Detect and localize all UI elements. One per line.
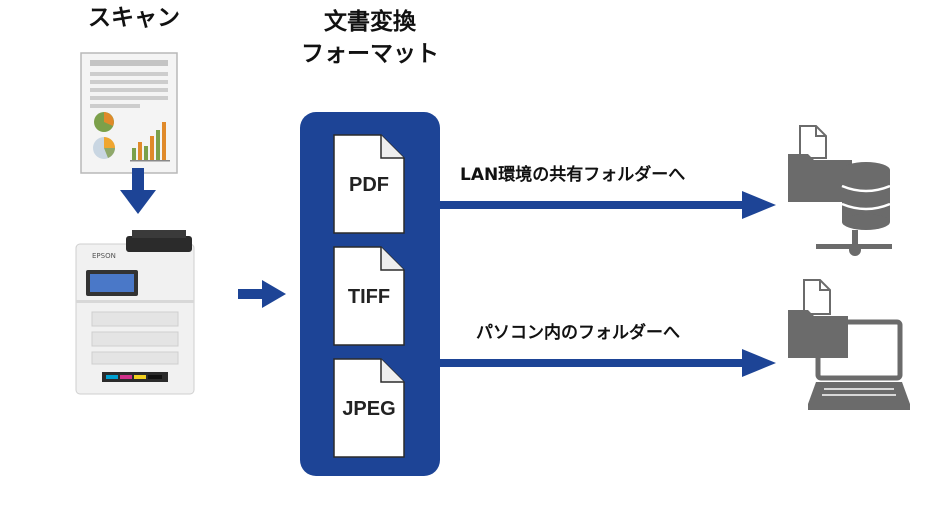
down-arrow-icon xyxy=(120,168,156,214)
printer-brand-text: EPSON xyxy=(92,252,116,260)
format-heading-line1: 文書変換 xyxy=(324,9,416,35)
document-icon xyxy=(333,246,405,346)
format-heading-line2: フォーマット xyxy=(301,41,439,67)
laptop-folder-icon xyxy=(788,279,910,410)
arrow-to-shared-folder xyxy=(440,191,776,219)
format-document: TIFF xyxy=(333,246,405,346)
format-document: JPEG xyxy=(333,358,405,458)
document-icon xyxy=(333,358,405,458)
destination-label-shared: LAN環境の共有フォルダーへ xyxy=(460,165,686,185)
format-label-pdf: PDF xyxy=(349,174,389,196)
document-icon xyxy=(333,134,405,234)
scanned-document-illustration xyxy=(80,52,178,174)
scan-heading: スキャン xyxy=(88,5,180,31)
destination-label-pc: パソコン内のフォルダーへ xyxy=(476,323,680,343)
right-arrow-icon xyxy=(238,280,286,308)
server-folder-icon xyxy=(788,125,892,256)
printer-illustration: EPSON xyxy=(75,230,195,395)
format-label-tiff: TIFF xyxy=(347,286,391,308)
arrow-to-pc-folder xyxy=(440,349,776,377)
format-label-jpeg: JPEG xyxy=(342,398,396,420)
format-panel: PDF TIFF JPEG xyxy=(300,112,440,476)
format-document: PDF xyxy=(333,134,405,234)
